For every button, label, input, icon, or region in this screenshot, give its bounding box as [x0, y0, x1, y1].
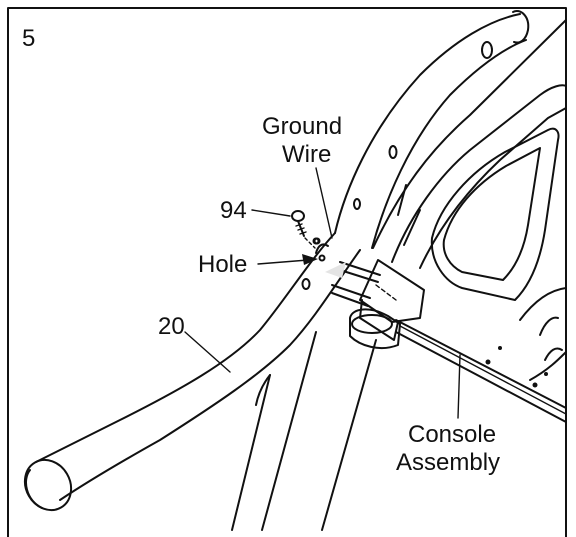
leader-lines — [184, 209, 461, 419]
console-assembly — [331, 84, 567, 423]
step-number: 5 — [22, 25, 35, 52]
ground-wire-label-line1: Ground — [262, 113, 342, 140]
ground-wire — [315, 167, 333, 254]
ground-wire-label-line2: Wire — [282, 141, 331, 168]
part-20-label: 20 — [158, 313, 185, 340]
frame — [7, 7, 567, 537]
part-94-label: 94 — [220, 197, 247, 224]
console-assembly-label-line1: Console — [408, 421, 496, 448]
legs — [231, 331, 377, 531]
bolt-94-icon — [291, 210, 321, 249]
hole-label: Hole — [198, 251, 247, 278]
console-assembly-label-line2: Assembly — [396, 449, 500, 476]
upright-20 — [23, 10, 567, 512]
hole-arrow-icon — [302, 254, 318, 265]
